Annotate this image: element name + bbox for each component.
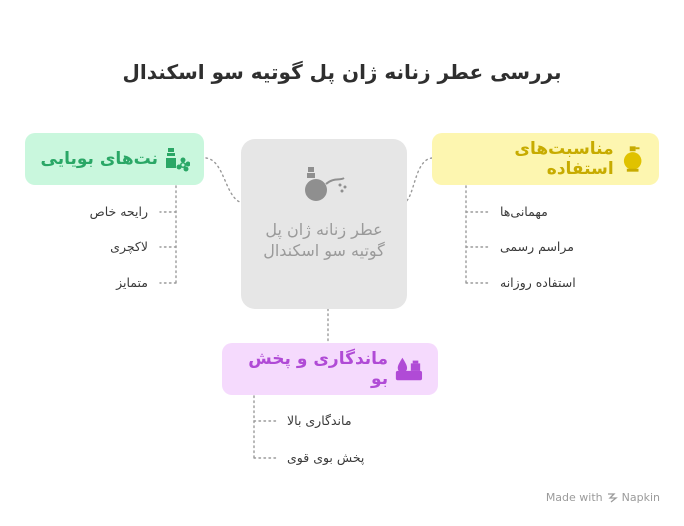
longevity-item-2: پخش بوی قوی [287,450,365,465]
perfume-bottle-icon [305,167,347,201]
flower-perfume-icon [166,148,190,172]
occasions-node: مناسبت‌های استفاده [432,133,659,185]
center-node: عطر زنانه ژان پل گوتیه سو اسکندال [241,139,407,309]
spray-bottle-icon [623,146,642,172]
napkin-brand: Napkin [621,491,660,504]
longevity-node: ماندگاری و پخش بو [222,343,438,395]
longevity-item-1: ماندگاری بالا [287,413,352,428]
drop-bottle-icon [395,357,423,381]
notes-node: نت‌های بویایی [25,133,204,185]
notes-item-1: رایحه خاص [89,204,148,219]
notes-item-3: متمایز [116,275,148,290]
diagram-title: بررسی عطر زنانه ژان پل گوتیه سو اسکندال [122,60,562,84]
notes-label: نت‌های بویایی [40,149,158,169]
made-with-text: Made with [545,491,603,504]
occasions-item-3: استفاده روزانه [500,275,576,290]
napkin-logo-icon [607,493,618,503]
occasions-label: مناسبت‌های استفاده [514,139,614,179]
center-label: عطر زنانه ژان پل گوتیه سو اسکندال [263,220,385,260]
occasions-item-1: مهمانی‌ها [500,204,548,219]
occasions-item-2: مراسم رسمی [500,239,574,254]
made-with-napkin: Made with Napkin [546,491,660,504]
longevity-label: ماندگاری و پخش بو [248,349,389,389]
notes-item-2: لاکچری [110,239,148,254]
